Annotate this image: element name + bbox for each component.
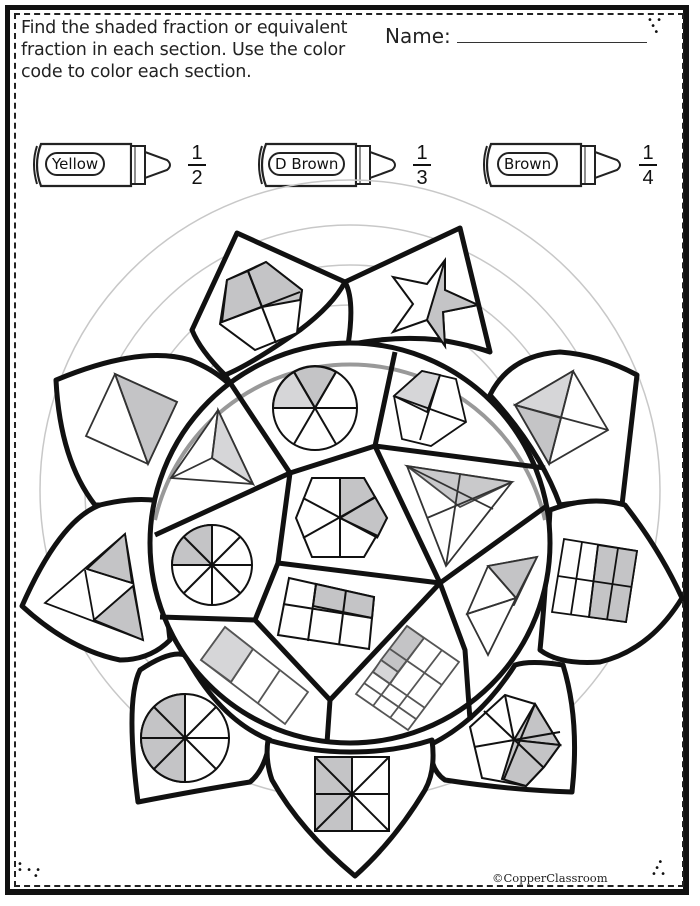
name-blank-line[interactable] (456, 28, 647, 43)
square-fraction-shape (314, 756, 390, 832)
corner-dots-top-right: • • • • (647, 15, 662, 38)
fraction-bar (188, 164, 206, 166)
name-field[interactable]: Name: (385, 24, 647, 48)
fraction-bar (639, 164, 657, 166)
fraction-one-fourth: 1 4 (639, 143, 657, 188)
name-label: Name: (385, 24, 451, 48)
triangle-fraction-shape (43, 532, 145, 642)
triangle-fraction-shape (169, 406, 256, 487)
crayon-brown: Brown (479, 140, 629, 188)
crayon-label: Brown (497, 152, 559, 176)
star-fraction-shape (390, 257, 482, 350)
fraction-bar (413, 164, 431, 166)
circle-fraction-shape (139, 692, 230, 784)
corner-dots-bottom-right: • •• • (651, 857, 666, 880)
fraction-one-third: 1 3 (413, 143, 431, 188)
fraction-one-half: 1 2 (188, 143, 206, 188)
triangle-fraction-shape (403, 464, 516, 568)
square-grid-fraction-shape (354, 624, 461, 732)
rectangle-grid-fraction-shape (276, 576, 376, 651)
pentagon-fraction-shape (218, 260, 304, 352)
crayon-label: D Brown (268, 152, 346, 176)
pentagon-fraction-shape (392, 370, 468, 447)
dashed-frame (14, 13, 684, 887)
page-border (5, 5, 689, 895)
copyright-text: ©CopperClassroom (492, 871, 608, 885)
crayon-dark-brown: D Brown (254, 140, 404, 188)
crayon-yellow: Yellow (29, 140, 179, 188)
rectangle-strip-fraction-shape (199, 625, 310, 726)
rectangle-grid-fraction-shape (550, 537, 639, 624)
hexagon-fraction-shape (294, 477, 389, 558)
corner-dots-bottom-left: •• • • • (17, 859, 42, 882)
square-fraction-shape (512, 369, 610, 467)
kite-fraction-shape (465, 555, 539, 658)
square-fraction-shape (84, 372, 179, 467)
crayon-label: Yellow (45, 152, 106, 176)
circle-fraction-shape (271, 365, 358, 451)
instructions-text: Find the shaded fraction or equivalent f… (21, 18, 348, 82)
circle-fraction-shape (170, 523, 253, 606)
hexagon-fraction-shape (468, 693, 562, 788)
inner-dividers (153, 351, 550, 744)
